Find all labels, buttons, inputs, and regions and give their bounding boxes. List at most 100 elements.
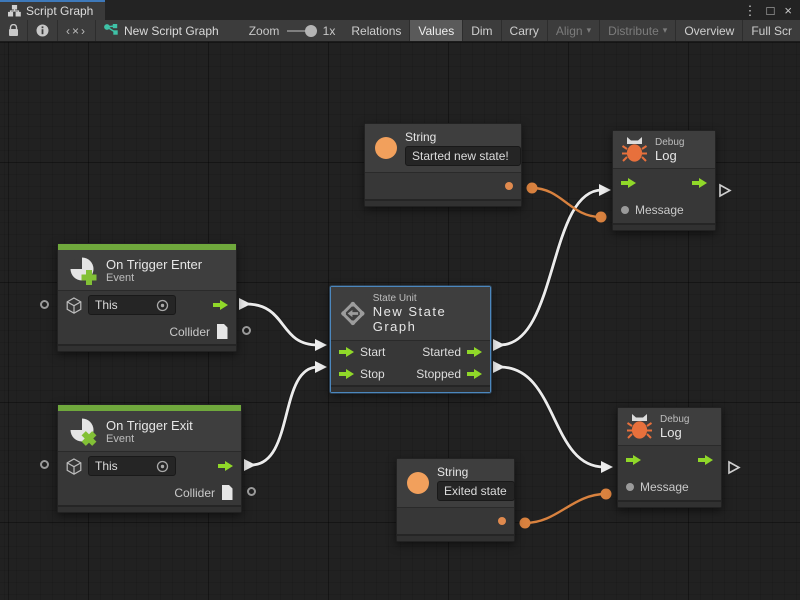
flow-continue-port[interactable] <box>727 460 741 475</box>
wire-string-to-message-bottom[interactable] <box>524 492 607 525</box>
flow-out-port[interactable] <box>467 347 482 357</box>
toolbar-separator <box>27 20 28 41</box>
message-input-port[interactable] <box>626 483 634 491</box>
gameobject-cube-icon <box>66 296 82 314</box>
target-field[interactable] <box>88 456 176 476</box>
node-string-top[interactable]: String <box>364 123 522 207</box>
target-input-port[interactable] <box>40 460 49 469</box>
node-on-trigger-enter[interactable]: On Trigger Enter Event <box>57 243 237 352</box>
zoom-slider-handle[interactable] <box>304 24 317 37</box>
flow-in-port[interactable] <box>339 347 354 357</box>
string-type-icon <box>407 472 429 494</box>
dim-button[interactable]: Dim <box>471 23 493 38</box>
toolbar-separator <box>742 20 744 41</box>
overview-button[interactable]: Overview <box>684 23 735 38</box>
node-title: On Trigger Exit <box>106 417 193 433</box>
event-trigger-enter-icon <box>70 257 97 285</box>
tab-script-graph[interactable]: Script Graph <box>0 0 106 20</box>
info-icon <box>36 24 49 37</box>
zoom-label: Zoom <box>248 23 280 38</box>
node-footer <box>331 385 490 392</box>
target-input-port[interactable] <box>40 300 49 309</box>
tab-label: Script Graph <box>26 4 94 18</box>
node-footer <box>365 199 521 206</box>
collider-output-label: Collider <box>174 485 215 500</box>
wire-enter-to-start[interactable] <box>245 302 319 347</box>
message-input-port[interactable] <box>621 206 629 214</box>
node-title: String <box>437 465 469 479</box>
string-output-port[interactable] <box>498 517 506 525</box>
collider-output-port[interactable] <box>242 326 251 335</box>
close-icon[interactable]: × <box>784 2 792 18</box>
info-button[interactable] <box>28 20 57 41</box>
flow-continue-port[interactable] <box>718 183 732 198</box>
wire-exit-to-stop[interactable] <box>250 365 319 467</box>
collider-output-port[interactable] <box>247 487 256 496</box>
string-value-input[interactable] <box>444 484 508 498</box>
stop-port-label: Stop <box>360 367 385 381</box>
node-string-bottom[interactable]: String <box>396 458 515 542</box>
distribute-dropdown[interactable]: Distribute ▾ <box>600 20 675 41</box>
toolbar-separator <box>500 20 502 41</box>
align-dropdown[interactable]: Align ▾ <box>548 20 599 41</box>
lock-button[interactable] <box>0 20 27 41</box>
flow-in-port[interactable] <box>626 455 641 465</box>
relations-button[interactable]: Relations <box>351 23 402 38</box>
message-label: Message <box>635 203 684 217</box>
node-subtitle: Event <box>106 271 135 284</box>
zoom-value: 1x <box>322 23 336 38</box>
chevron-down-icon: ▾ <box>586 25 592 35</box>
wire-string-to-message-top[interactable] <box>531 186 602 219</box>
target-input[interactable] <box>95 459 147 473</box>
window-controls: ⋮ □ × <box>744 0 800 20</box>
carry-button[interactable]: Carry <box>509 23 539 38</box>
string-value-input[interactable] <box>412 149 514 163</box>
event-accent-bar <box>58 244 236 250</box>
graph-tab-icon <box>8 5 21 17</box>
fullscreen-button[interactable]: Full Scr <box>751 23 792 38</box>
node-footer <box>58 505 241 512</box>
graph-name-button[interactable]: New Script Graph <box>96 20 227 41</box>
node-subtitle: Debug <box>655 136 685 148</box>
distribute-label: Distribute <box>608 23 659 38</box>
object-picker-icon[interactable] <box>156 299 169 312</box>
tab-bar: Script Graph ⋮ □ × <box>0 0 800 20</box>
node-debug-log-bottom[interactable]: Debug Log Message <box>617 407 722 508</box>
flow-out-port[interactable] <box>213 300 228 310</box>
wire-stopped-to-debug[interactable] <box>499 365 605 469</box>
values-button[interactable]: Values <box>410 20 463 41</box>
toolbar-separator <box>675 20 677 41</box>
code-view-button[interactable]: ‹×› <box>58 20 95 41</box>
node-state-unit[interactable]: State Unit New State Graph Start Started… <box>330 286 491 393</box>
flow-in-port[interactable] <box>339 369 354 379</box>
node-footer <box>58 344 236 351</box>
target-input[interactable] <box>95 298 147 312</box>
flow-out-port[interactable] <box>698 455 713 465</box>
string-value-field[interactable] <box>437 481 515 501</box>
string-value-field[interactable] <box>405 146 521 166</box>
window-menu-icon[interactable]: ⋮ <box>743 2 757 18</box>
node-debug-log-top[interactable]: Debug Log Message <box>612 130 716 231</box>
maximize-icon[interactable]: □ <box>766 2 775 18</box>
flow-out-port[interactable] <box>467 369 482 379</box>
flow-out-port[interactable] <box>218 461 233 471</box>
node-on-trigger-exit[interactable]: On Trigger Exit Event <box>57 404 242 513</box>
target-field[interactable] <box>88 295 176 315</box>
object-picker-icon[interactable] <box>156 460 169 473</box>
chevron-down-icon: ▾ <box>662 25 668 35</box>
node-title: New State Graph <box>372 304 447 334</box>
flow-out-port[interactable] <box>692 178 707 188</box>
wire-started-to-debug[interactable] <box>499 188 603 347</box>
view-options-strip: Relations Values Dim Carry Align ▾ Distr… <box>343 20 800 41</box>
flow-in-port[interactable] <box>621 178 636 188</box>
string-type-icon <box>375 137 397 159</box>
node-subtitle: State Unit <box>372 293 417 304</box>
zoom-slider[interactable] <box>287 24 317 37</box>
lock-icon <box>9 24 18 36</box>
string-output-port[interactable] <box>505 182 513 190</box>
event-trigger-exit-icon <box>70 418 97 446</box>
toolbar-separator <box>57 20 58 41</box>
node-footer <box>397 534 514 541</box>
collider-output-label: Collider <box>169 324 210 339</box>
